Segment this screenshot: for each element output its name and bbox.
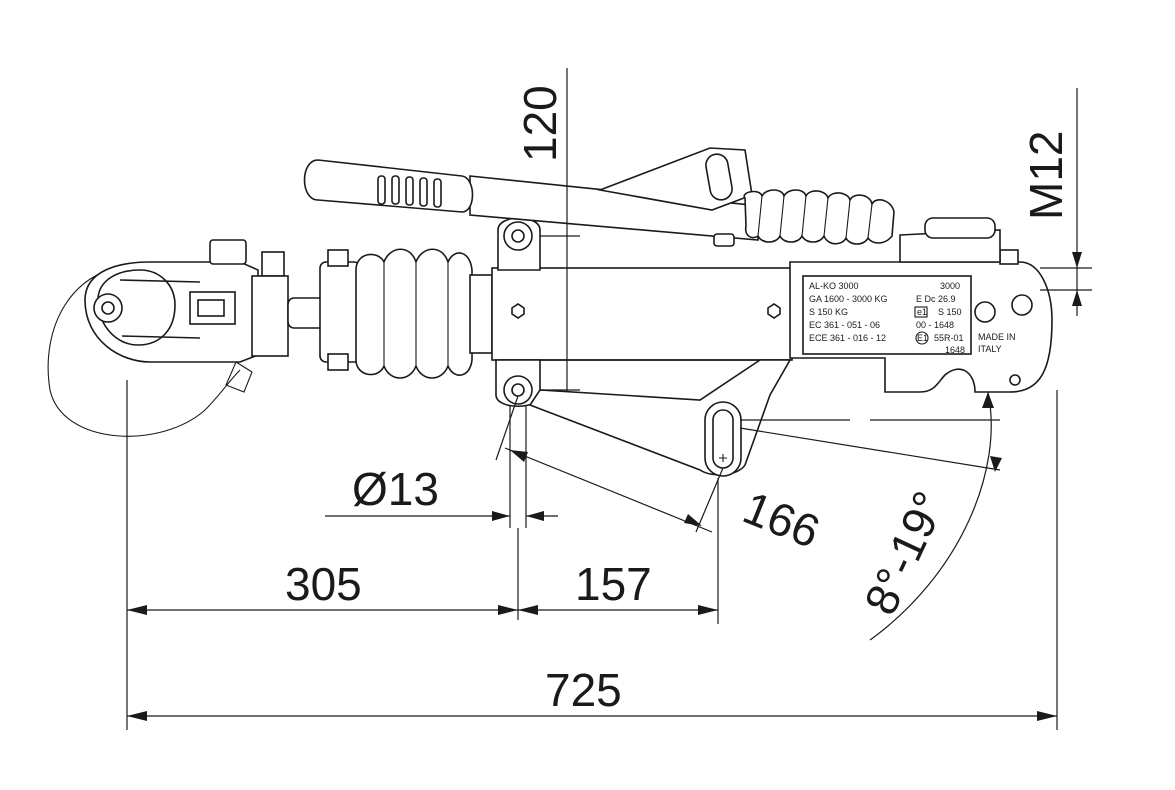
housing-tube bbox=[491, 267, 793, 361]
brake-cylinder bbox=[924, 217, 996, 239]
dim-725-arrow-left bbox=[127, 711, 147, 721]
identification-plate: AL-KO 3000 3000 GA 1600 - 3000 KG E Dc 2… bbox=[802, 275, 972, 355]
spring-coils bbox=[743, 189, 895, 245]
dim-725-arrow-right bbox=[1037, 711, 1057, 721]
made-in-line2: ITALY bbox=[978, 344, 1002, 354]
grip-rib bbox=[377, 175, 386, 205]
lever-grip bbox=[303, 159, 474, 213]
plate-line3-right: S 150 bbox=[938, 307, 962, 317]
dim-hole-label: Ø13 bbox=[352, 463, 439, 515]
dim-157-label: 157 bbox=[575, 558, 652, 610]
lever-pivot bbox=[713, 233, 735, 247]
plate-line5-right: 55R-01 bbox=[934, 333, 964, 343]
dim-m12-arrow-top bbox=[1072, 252, 1082, 268]
dim-305-arrow-left bbox=[127, 605, 147, 615]
dim-166-ext-left bbox=[495, 395, 519, 461]
plate-line3-left: S 150 KG bbox=[809, 307, 848, 317]
lower-hole-inner bbox=[511, 383, 525, 397]
grip-rib bbox=[419, 177, 428, 207]
plate-line6-right: 1648 bbox=[945, 345, 965, 355]
dim-m12: M12 bbox=[1020, 88, 1092, 316]
cable-clip bbox=[225, 361, 253, 393]
dim-angle-label: 8°-19° bbox=[854, 483, 956, 622]
hand-lever bbox=[303, 147, 895, 247]
plate-badge-e: e1 bbox=[917, 307, 927, 317]
plate-line2-right: E Dc 26.9 bbox=[916, 294, 956, 304]
grip-rib bbox=[405, 176, 414, 206]
brake-spring bbox=[743, 189, 895, 245]
upper-hole-inner bbox=[511, 229, 525, 243]
lower-link-mark bbox=[719, 454, 727, 462]
bellows-folds bbox=[383, 262, 449, 366]
bracket-nut bbox=[999, 249, 1019, 265]
dim-725: 725 bbox=[127, 390, 1058, 730]
dim-120: 120 bbox=[514, 68, 580, 392]
bellows bbox=[355, 248, 473, 379]
dim-166-arrow-left bbox=[510, 450, 528, 462]
dim-m12-arrow-bottom bbox=[1072, 290, 1082, 306]
plate-badge-circle-E bbox=[915, 331, 929, 345]
socket-ribs bbox=[119, 279, 201, 339]
dim-120-label: 120 bbox=[514, 85, 566, 162]
grip-rib bbox=[433, 178, 442, 208]
lower-link-body bbox=[528, 359, 792, 476]
dim-305-arrow-right bbox=[498, 605, 518, 615]
bellows-body bbox=[355, 248, 473, 379]
plate-line4-left: EC 361 - 051 - 06 bbox=[809, 320, 880, 330]
dim-305-label: 305 bbox=[285, 558, 362, 610]
dim-305-157: 305 157 bbox=[126, 380, 719, 730]
plate-line1-left: AL-KO 3000 bbox=[809, 281, 859, 291]
made-in-line1: MADE IN bbox=[978, 332, 1016, 342]
housing-collar bbox=[469, 274, 493, 354]
clamp-nut-bottom bbox=[327, 353, 349, 371]
spring-turns bbox=[757, 195, 873, 239]
dim-166-line bbox=[504, 447, 713, 533]
upper-link-slot bbox=[705, 153, 733, 201]
dim-157-arrow-right bbox=[698, 605, 718, 615]
dim-angle-arc bbox=[869, 391, 992, 641]
hex-bolt-left bbox=[511, 303, 525, 319]
plate-line5-left: ECE 361 - 016 - 12 bbox=[809, 333, 886, 343]
socket-pin bbox=[101, 301, 115, 315]
dim-angle-ref-c bbox=[739, 427, 1001, 471]
bracket-hole-a bbox=[974, 301, 996, 323]
latch-window bbox=[197, 299, 225, 317]
dim-166-ext-right bbox=[695, 467, 724, 533]
dim-166-label: 166 bbox=[736, 481, 827, 558]
grip-ribs bbox=[377, 175, 442, 208]
bracket-hole-b bbox=[1011, 294, 1033, 316]
plate-outline bbox=[802, 275, 972, 355]
dim-angle-arrow-top bbox=[982, 392, 994, 408]
plate-line4-right: 00 - 1648 bbox=[916, 320, 954, 330]
hex-bolt-right bbox=[767, 303, 781, 319]
dim-m12-label: M12 bbox=[1020, 131, 1072, 220]
top-cap bbox=[209, 239, 247, 265]
clamp-block bbox=[319, 261, 361, 363]
lower-link bbox=[528, 359, 792, 477]
dim-hole-arrow-left bbox=[492, 511, 510, 521]
plate-line1-right: 3000 bbox=[940, 281, 960, 291]
dim-725-label: 725 bbox=[545, 664, 622, 716]
breakaway-cable bbox=[47, 264, 241, 437]
dim-angle-arrow-mid bbox=[990, 456, 1002, 472]
dim-hole: Ø13 bbox=[325, 405, 558, 528]
shank-collar bbox=[251, 275, 289, 357]
dim-166-arrow-right bbox=[684, 514, 702, 526]
coupling-head bbox=[47, 239, 379, 437]
socket-cup bbox=[97, 269, 176, 346]
clamp-nut-top bbox=[327, 249, 349, 267]
grip-rib bbox=[391, 175, 400, 205]
plate-badge-box-e bbox=[914, 306, 928, 318]
dim-157-arrow-left bbox=[518, 605, 538, 615]
dim-hole-arrow-right bbox=[526, 511, 544, 521]
top-nut bbox=[261, 251, 285, 277]
bracket-hole-c bbox=[1009, 374, 1021, 386]
plate-line2-left: GA 1600 - 3000 KG bbox=[809, 294, 888, 304]
plate-badge-E: E1 bbox=[917, 333, 928, 343]
